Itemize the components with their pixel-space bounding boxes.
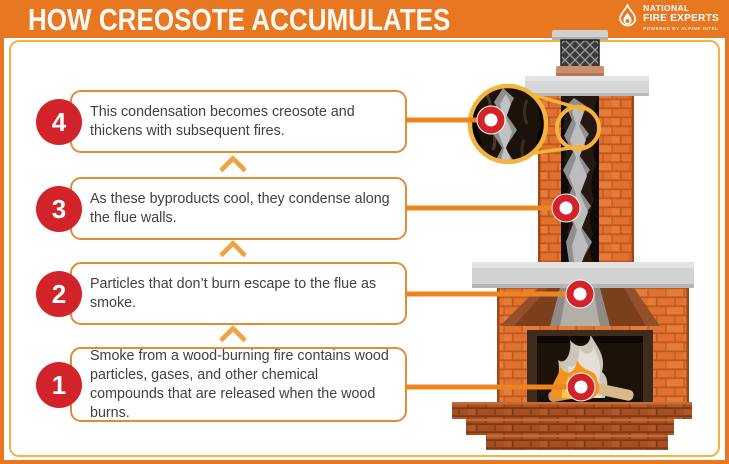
step-number-badge: 3	[36, 185, 82, 232]
inner-gold-frame	[9, 40, 720, 457]
step-card-2: 2 Particles that don’t burn escape to th…	[36, 262, 407, 325]
step-card-1: 1 Smoke from a wood-burning fire contain…	[36, 347, 407, 422]
step-text: Particles that don’t burn escape to the …	[90, 275, 377, 311]
step-text: Smoke from a wood-burning fire contains …	[90, 347, 389, 421]
step-number-badge: 1	[36, 361, 82, 408]
step-card-4: 4 This condensation becomes creosote and…	[36, 90, 407, 153]
brand-tagline: POWERED BY ALPINE INTEL	[643, 25, 719, 31]
step-number-badge: 4	[36, 98, 82, 145]
header-bar: HOW CREOSOTE ACCUMULATES NATIONAL FIRE E…	[0, 0, 729, 38]
step-number-badge: 2	[36, 270, 82, 317]
brand-logo: NATIONAL FIRE EXPERTS POWERED BY ALPINE …	[616, 4, 719, 31]
step-card-3: 3 As these byproducts cool, they condens…	[36, 177, 407, 240]
step-text: As these byproducts cool, they condense …	[90, 190, 390, 226]
page-title: HOW CREOSOTE ACCUMULATES	[28, 2, 451, 37]
step-text: This condensation becomes creosote and t…	[90, 103, 355, 139]
brand-line1: NATIONAL	[643, 3, 690, 13]
flame-icon	[619, 4, 637, 27]
brand-line2: FIRE EXPERTS	[643, 13, 719, 24]
brand-text: NATIONAL FIRE EXPERTS POWERED BY ALPINE …	[643, 4, 719, 31]
